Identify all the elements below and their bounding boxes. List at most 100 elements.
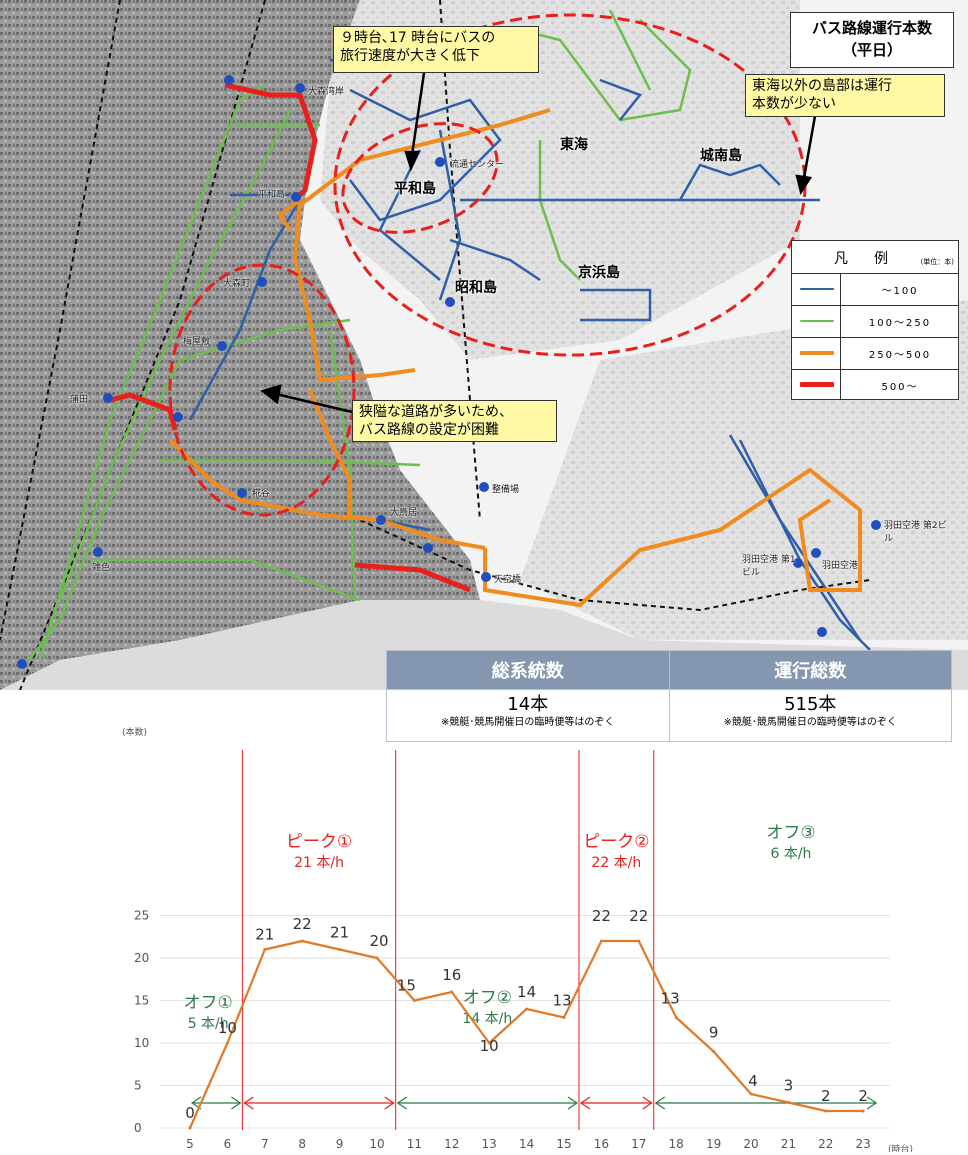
- bus-route-map: バス路線運行本数 （平日） ９時台､17 時台にバスの 旅行速度が大きく低下 東…: [0, 0, 968, 690]
- data-point-17: [637, 939, 641, 943]
- period-name-1: オフ①: [184, 993, 233, 1013]
- stop-haneda-t1: 羽田空港 第1ビル: [742, 555, 796, 578]
- value-total-trips: 515本: [784, 694, 837, 715]
- callout-narrow-line2: バス路線の設定が困難: [359, 422, 499, 438]
- data-point-20: [749, 1092, 753, 1096]
- series-line: [188, 939, 864, 1129]
- legend-swatch-orange: [800, 351, 834, 355]
- data-point-10: [375, 956, 379, 960]
- y-tick-15: 15: [134, 994, 149, 1008]
- stop-haneda-airport: 羽田空港: [822, 561, 859, 571]
- data-label-5: 0: [185, 1104, 195, 1122]
- x-tick-15: 15: [556, 1137, 571, 1151]
- legend-label-blue: ～100: [881, 286, 919, 297]
- data-label-7: 21: [255, 926, 274, 944]
- x-tick-5: 5: [186, 1137, 194, 1151]
- stop-tenkubashi: 天空橋: [494, 575, 522, 585]
- data-point-8: [300, 939, 304, 943]
- x-tick-22: 22: [818, 1137, 833, 1151]
- data-label-9: 21: [330, 924, 349, 942]
- data-label-17: 22: [629, 907, 648, 925]
- stop-omori-machi: 大森町: [223, 279, 251, 289]
- place-jonanjima: 城南島: [700, 148, 742, 164]
- stop-zoshiki: 雑色: [92, 563, 111, 573]
- stop-kojiya: 糀谷: [252, 489, 271, 499]
- x-tick-11: 11: [407, 1137, 422, 1151]
- x-tick-17: 17: [631, 1137, 646, 1151]
- y-tick-10: 10: [134, 1036, 149, 1050]
- period-arrowhead-left-4: [579, 1096, 591, 1110]
- data-point-12: [450, 990, 454, 994]
- x-tick-10: 10: [369, 1137, 384, 1151]
- data-label-15: 13: [552, 992, 571, 1010]
- data-label-12: 16: [442, 966, 461, 984]
- data-point-22: [824, 1109, 828, 1113]
- place-keihinjima: 京浜島: [578, 265, 620, 281]
- map-title-line1: バス路線運行本数: [811, 19, 932, 37]
- legend-row-red: 500～: [792, 370, 958, 401]
- map-title: バス路線運行本数 （平日）: [790, 12, 954, 68]
- data-label-13: 10: [480, 1037, 499, 1055]
- callout-speed-line2: 旅行速度が大きく低下: [340, 48, 480, 64]
- x-tick-21: 21: [781, 1137, 796, 1151]
- callout-islands: 東海以外の島部は運行 本数が少ない: [745, 74, 945, 117]
- legend-unit: (単位：本): [920, 258, 954, 266]
- callout-narrow-roads: 狭隘な道路が多いため、 バス路線の設定が困難: [352, 400, 557, 442]
- data-label-21: 3: [784, 1077, 794, 1095]
- summary-header-row: 総系統数 運行総数: [386, 650, 952, 690]
- y-tick-5: 5: [134, 1079, 142, 1093]
- note-total-trips: ※競艇･競馬開催日の臨時便等はのぞく: [723, 717, 897, 728]
- y-tick-25: 25: [134, 909, 149, 923]
- legend-swatch-green: [800, 320, 834, 322]
- legend-label-red: 500～: [881, 382, 919, 393]
- data-point-23: [861, 1109, 865, 1113]
- callout-islands-line2: 本数が少ない: [752, 96, 836, 112]
- x-tick-12: 12: [444, 1137, 459, 1151]
- y-tick-20: 20: [134, 951, 149, 965]
- period-name-5: オフ③: [766, 823, 815, 843]
- data-point-14: [525, 1007, 529, 1011]
- data-label-19: 9: [709, 1024, 719, 1042]
- data-label-20: 4: [748, 1072, 758, 1090]
- period-arrowhead-right-2: [384, 1096, 395, 1110]
- data-point-15: [562, 1016, 566, 1019]
- bus-stops: [17, 75, 881, 669]
- callout-islands-line1: 東海以外の島部は運行: [752, 78, 892, 94]
- data-point-13: [487, 1041, 491, 1045]
- x-tick-7: 7: [261, 1137, 269, 1151]
- period-name-3: オフ②: [463, 988, 512, 1008]
- data-label-16: 22: [592, 907, 611, 925]
- map-legend: 凡例 (単位：本) ～100 100～250 250～500 500～: [791, 240, 959, 400]
- x-tick-8: 8: [298, 1137, 306, 1151]
- orange-routes: [168, 108, 862, 608]
- summary-value-row: 14本 ※競艇･競馬開催日の臨時便等はのぞく 515本 ※競艇･競馬開催日の臨時…: [386, 689, 952, 742]
- data-point-19: [712, 1050, 716, 1053]
- cell-total-trips: 515本 ※競艇･競馬開催日の臨時便等はのぞく: [668, 689, 952, 742]
- summary-table: 総系統数 運行総数 14本 ※競艇･競馬開催日の臨時便等はのぞく 515本 ※競…: [386, 650, 952, 742]
- period-rate-2: 21 本/h: [294, 855, 344, 871]
- x-axis-unit: (時台): [888, 1143, 913, 1152]
- period-arrowhead-left-3: [396, 1096, 408, 1110]
- data-label-14: 14: [517, 983, 536, 1001]
- legend-label-green: 100～250: [868, 318, 932, 329]
- callout-arrows: [260, 72, 817, 414]
- period-arrowhead-right-4: [642, 1096, 653, 1110]
- data-point-9: [338, 948, 342, 951]
- x-tick-13: 13: [482, 1137, 497, 1151]
- place-showajima: 昭和島: [455, 280, 497, 296]
- legend-title: 凡例: [834, 251, 914, 267]
- period-rate-1: 5 本/h: [188, 1016, 229, 1032]
- data-label-23: 2: [858, 1087, 868, 1105]
- data-label-6: 10: [218, 1019, 237, 1037]
- data-point-21: [786, 1101, 790, 1104]
- period-rate-3: 14 本/h: [462, 1011, 512, 1027]
- x-tick-23: 23: [856, 1137, 871, 1151]
- stop-otorii: 大鳥居: [390, 508, 418, 518]
- period-arrowhead-right-1: [231, 1096, 242, 1110]
- data-label-18: 13: [661, 990, 680, 1008]
- legend-row-green: 100～250: [792, 306, 958, 338]
- stop-kamata: 蒲田: [70, 395, 89, 405]
